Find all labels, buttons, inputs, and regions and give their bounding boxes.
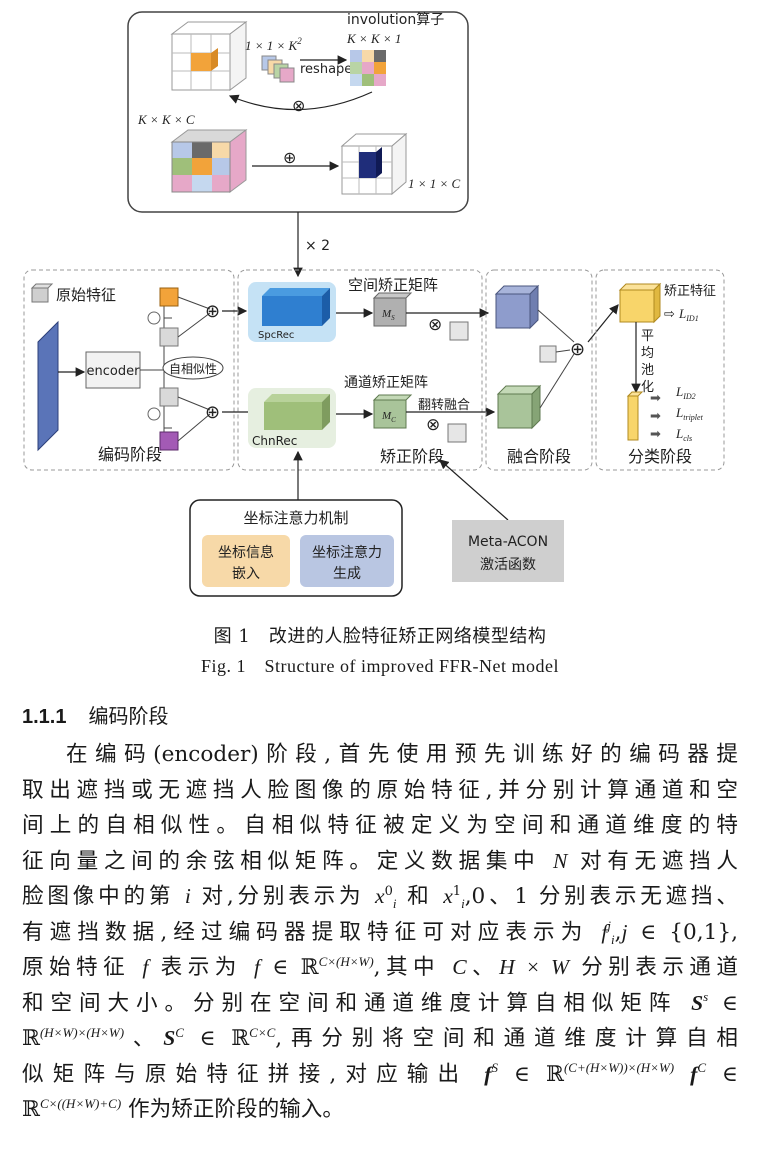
coord-embed-l1: 坐标信息 (218, 544, 274, 561)
ms-label: MS (381, 308, 395, 322)
fusion-stage: ⊕ 融合阶段 (485, 269, 593, 471)
l-id2-label: LID2 (675, 384, 696, 401)
self-similarity-label: 自相似性 (169, 362, 217, 376)
mc-label: MC (381, 410, 396, 424)
otimes-channel: ⊗ (426, 415, 440, 435)
involution-title: involution算子 (347, 12, 444, 28)
meta-acon-l2: 激活函数 (480, 556, 536, 573)
chnrec-label: ChnRec (252, 434, 297, 448)
classify-stage: 矫正特征 ⇨ LID1 平 均 池 化 ➡ ➡ ➡ LID2 Ltriplet … (595, 269, 725, 471)
body-line: 似矩阵与原始特征拼接,对应输出 fS ∈ ℝ(C+(H×W))×(H×W) fC… (22, 1060, 738, 1087)
kernel-stack (261, 55, 295, 83)
dim-left-label: K × K × C (137, 112, 195, 127)
coord-gen-l2: 生成 (333, 566, 361, 582)
dim-top-label: 1 × 1 × K2 (245, 36, 302, 53)
channel-matrix-label: 通道矫正矩阵 (344, 375, 428, 391)
classify-stage-label: 分类阶段 (628, 447, 692, 466)
l-triplet-label: Ltriplet (675, 405, 704, 422)
section-title: 编码阶段 (88, 704, 169, 728)
input-grid-cube (170, 21, 248, 91)
feature-cube (170, 129, 248, 193)
body-line: 在编码(encoder)阶段,首先使用预先训练好的编码器提 (66, 742, 738, 767)
flip-fusion-label: 翻转融合 (418, 398, 470, 413)
repeat-label: × 2 (305, 238, 330, 254)
rectify-stage: SpcRec ChnRec 空间矫正矩阵 通道矫正矩阵 翻转融合 MS ⊗ MC… (237, 269, 496, 471)
reshape-label: reshape (300, 62, 352, 77)
rectify-stage-label: 矫正阶段 (380, 447, 444, 466)
spcrec-label: SpcRec (258, 330, 294, 341)
body-line: 脸图像中的第 i 对,分别表示为 x0i 和 x1i,0、1 分别表示无遮挡、 (22, 883, 739, 912)
oplus-encode-bottom: ⊕ (205, 402, 220, 423)
raw-feature-label: 原始特征 (56, 286, 116, 304)
section-number: 1.1.1 (22, 706, 67, 728)
coord-gen-l1: 坐标注意力 (312, 544, 382, 561)
body-line: 原始特征 f 表示为 f ∈ ℝC×(H×W),其中 C、H × W 分别表示通… (22, 953, 738, 980)
coord-attention-box: 坐标注意力机制 坐标信息 嵌入 坐标注意力 生成 (189, 499, 403, 597)
encode-stage-label: 编码阶段 (98, 445, 162, 464)
body-line: 和空间大小。分别在空间和通道维度计算自相似矩阵 Ss ∈ (22, 989, 738, 1016)
meta-acon-l1: Meta-ACON (468, 534, 548, 550)
otimes-top: ⊗ (292, 96, 305, 115)
meta-acon-box: Meta-ACON 激活函数 (452, 520, 564, 582)
coord-embed-l2: 嵌入 (232, 566, 260, 582)
body-line: 征向量之间的余弦相似矩阵。定义数据集中 N 对有无遮挡人 (22, 848, 738, 874)
arrow-cls: ➡ (650, 427, 661, 442)
body-line: 取出遮挡或无遮挡人脸图像的原始特征,并分别计算通道和空 (22, 777, 738, 803)
section-heading: 1.1.1 编码阶段 (22, 700, 168, 729)
body-line: ℝC×((H×W)+C) 作为矫正阶段的输入。 (22, 1095, 344, 1122)
l-cls-label: Lcls (675, 426, 692, 443)
pooling-c1: 平 (641, 329, 654, 344)
arrow-id2: ➡ (650, 391, 661, 406)
caption-english: Fig. 1 Structure of improved FFR-Net mod… (201, 656, 559, 676)
fusion-stage-label: 融合阶段 (507, 447, 571, 466)
arrow-triplet: ➡ (650, 409, 661, 424)
rect-feature-label: 矫正特征 (664, 284, 716, 299)
coord-attention-title: 坐标注意力机制 (243, 509, 348, 527)
dim-out-label: 1 × 1 × C (408, 176, 461, 191)
oplus-fusion: ⊕ (570, 339, 585, 360)
body-line: 间上的自相似性。自相似特征被定义为空间和通道维度的特 (22, 813, 738, 838)
body-line: ℝ(H×W)×(H×W)、SC ∈ ℝC×C,再分别将空间和通道维度计算自相 (22, 1024, 738, 1051)
pooling-c4: 化 (641, 380, 654, 395)
oplus-top: ⊕ (283, 148, 296, 167)
involution-panel: 1 × 1 × K2 reshape involution算子 K × K × … (127, 11, 469, 213)
spatial-matrix-label: 空间矫正矩阵 (348, 276, 438, 294)
encode-stage: 原始特征 encoder 自相似性 ⊕ ⊕ 编码阶段 (23, 269, 235, 471)
encoder-label: encoder (87, 364, 141, 379)
otimes-spatial: ⊗ (428, 315, 442, 335)
body-line: 有遮挡数据,经过编码器提取特征可对应表示为 fji,j ∈ {0,1}, (22, 918, 738, 947)
involution-kernel (350, 50, 386, 86)
oplus-encode-top: ⊕ (205, 301, 220, 322)
output-grid-cube (340, 132, 408, 196)
l-id1-label: ⇨ LID1 (664, 306, 699, 323)
involution-dim-label: K × K × 1 (346, 31, 401, 46)
model-structure-figure: 1 × 1 × K2 reshape involution算子 K × K × … (23, 11, 725, 597)
caption-chinese: 图 1 改进的人脸特征矫正网络模型结构 (213, 626, 547, 647)
pooling-c2: 均 (641, 346, 654, 361)
pooling-c3: 池 (641, 363, 654, 378)
body-paragraph: 在编码(encoder)阶段,首先使用预先训练好的编码器提 取出遮挡或无遮挡人脸… (22, 737, 738, 1128)
